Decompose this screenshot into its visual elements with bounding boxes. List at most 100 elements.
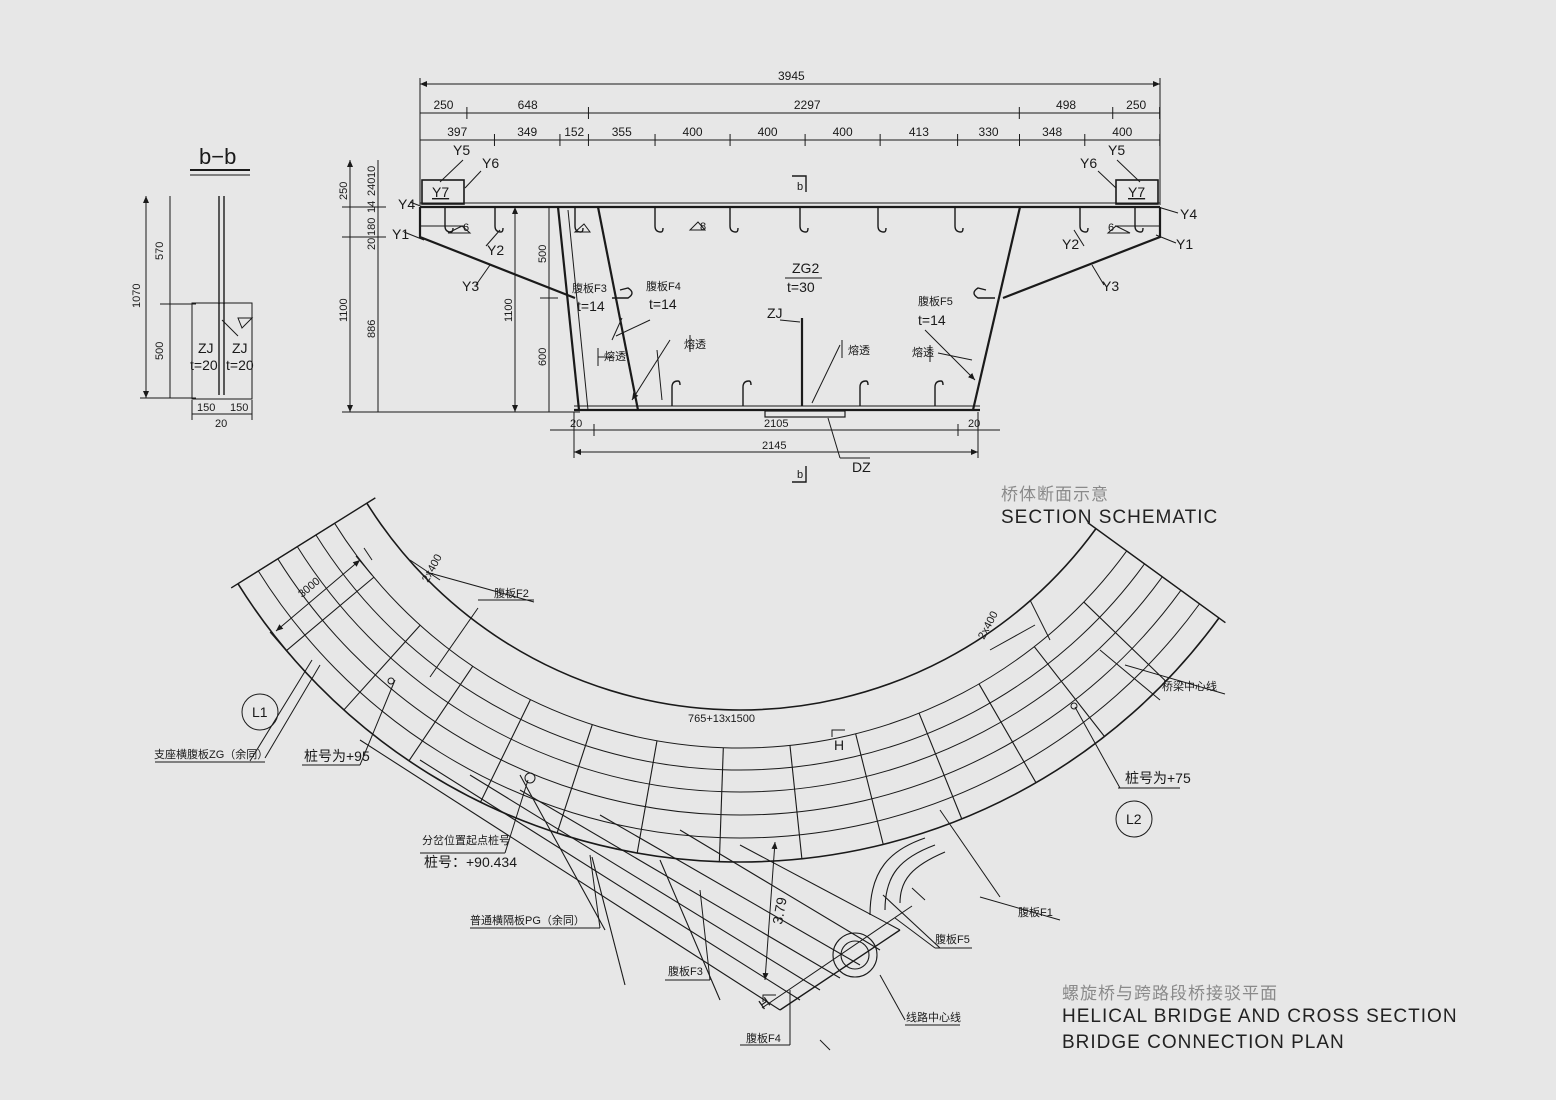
diaphragm-line [789, 745, 803, 859]
dim-bottom-2105: 2105 [764, 418, 788, 430]
diaphragm-line [408, 665, 474, 762]
label-plan-f4: 腹板F4 [746, 1031, 781, 1045]
cut-mark-top: b [797, 181, 803, 193]
dim-inner-1100: 1100 [503, 298, 515, 322]
bb-title: b−b [199, 144, 236, 169]
leader-lines [403, 159, 1179, 459]
u-rib [859, 380, 869, 406]
top_row3-value: 400 [683, 125, 703, 139]
cross-bridge [359, 739, 946, 1011]
top_row3-value: 400 [758, 125, 778, 139]
label-weld-2: 熔透 [684, 337, 706, 351]
plan-caption-en-2: BRIDGE CONNECTION PLAN [1062, 1032, 1345, 1053]
label-y3-left: Y3 [462, 278, 479, 294]
u-rib [1134, 207, 1144, 233]
dim-2x400-left: 2x400 [420, 552, 445, 584]
u-rib [877, 207, 887, 233]
label-l1: L1 [252, 704, 268, 720]
label-y1-right: Y1 [1176, 236, 1193, 252]
label-bridge-centerline: 桥梁中心线 [1162, 679, 1217, 693]
label-y1-left: Y1 [392, 226, 409, 242]
label-plan-f1: 腹板F1 [1018, 905, 1053, 919]
u-rib [954, 207, 964, 233]
section-caption-en: SECTION SCHEMATIC [1001, 507, 1219, 528]
diaphragm-line [918, 712, 963, 820]
label-plan-f5: 腹板F5 [935, 932, 970, 946]
end-diaphragm [1087, 522, 1226, 624]
label-common-diaphragm: 普通横隔板PG（余同） [470, 913, 585, 927]
top_row2-value: 648 [518, 98, 538, 112]
label-plan-f2: 腹板F2 [494, 586, 529, 600]
label-zj: ZJ [767, 305, 783, 321]
bb-label-t-right: t=20 [226, 357, 254, 373]
arc-line [257, 570, 1200, 839]
plan-text: 3000 2x400 2x400 765+13x1500 腹板F2 腹板F1 腹… [154, 552, 1217, 1045]
plan-caption-en-1: HELICAL BRIDGE AND CROSS SECTION [1062, 1006, 1458, 1027]
cut-marks [792, 175, 807, 483]
diaphragm-lines [230, 497, 1226, 862]
bottom-dimension-lines [550, 412, 1000, 458]
bb-dim-1070: 1070 [131, 284, 143, 308]
label-y7-right: Y7 [1128, 184, 1145, 200]
top_row2-value: 2297 [794, 98, 821, 112]
dim-bottom-20-right: 20 [968, 418, 980, 430]
diaphragm-line [1083, 601, 1167, 682]
u-rib [494, 207, 504, 233]
u-rib [444, 207, 454, 233]
bb-detail [140, 169, 254, 420]
top_row3-value: 330 [979, 125, 999, 139]
u-rib [973, 287, 995, 299]
helical-bridge-arcs [237, 502, 1220, 863]
label-y3-right: Y3 [1102, 278, 1119, 294]
dim-arc-length: 765+13x1500 [688, 713, 755, 725]
top_row3-value: 152 [564, 125, 584, 139]
label-y5-left: Y5 [453, 142, 470, 158]
label-route-centerline: 线路中心线 [906, 1010, 961, 1024]
top_row3-value: 413 [909, 125, 929, 139]
label-y4-right: Y4 [1180, 206, 1197, 222]
label-h-bottom: H [756, 994, 773, 1013]
dim-2x400-right: 2x400 [976, 609, 1001, 641]
label-web-f3: 腹板F3 [572, 281, 607, 295]
cut-mark-bottom: b [797, 469, 803, 481]
plan-caption-cn: 螺旋桥与跨路段桥接驳平面 [1062, 984, 1278, 1004]
dim-inner-500: 500 [537, 245, 549, 263]
end-diaphragm [230, 497, 376, 589]
dim-left-240: 240 [366, 178, 378, 196]
label-split-pile: 桩号：+90.434 [424, 854, 517, 870]
bb-dim-150-right: 150 [230, 402, 248, 414]
top_row3-value: 400 [1112, 125, 1132, 139]
top_row3-value: 400 [833, 125, 853, 139]
top_row2-value: 250 [433, 98, 453, 112]
arc-line [366, 502, 1097, 711]
label-y2-right: Y2 [1062, 236, 1079, 252]
arc-line [315, 534, 1145, 771]
dim-left-180: 180 [366, 218, 378, 236]
bb-dim-20: 20 [215, 418, 227, 430]
section-caption-cn: 桥体断面示意 [1001, 485, 1109, 505]
label-weld-1: 熔透 [604, 349, 626, 363]
label-y6-left: Y6 [482, 155, 499, 171]
diaphragm-line [855, 733, 884, 845]
arc-line [334, 523, 1128, 749]
arc-line [237, 583, 1220, 863]
label-support-diaphragm: 支座横腹板ZG（余同） [154, 747, 268, 761]
plan-leaders [155, 547, 1226, 1051]
label-y5-right: Y5 [1108, 142, 1125, 158]
label-web-f4-thickness: t=14 [649, 296, 677, 312]
label-y4-left: Y4 [398, 196, 415, 212]
diaphragm-line [1033, 646, 1105, 737]
dim-left-10: 10 [366, 166, 378, 178]
label-weld-4: 熔透 [912, 345, 934, 359]
section-schematic [140, 78, 1179, 483]
dim-bottom-2145: 2145 [762, 440, 786, 452]
label-l2: L2 [1126, 811, 1142, 827]
top_row3-value: 349 [517, 125, 537, 139]
u-rib [729, 207, 739, 233]
label-zg2: ZG2 [792, 260, 819, 276]
dim-bottom-20-left: 20 [570, 418, 582, 430]
bb-dim-150-left: 150 [197, 402, 215, 414]
weld-size-right: 6 [1108, 222, 1114, 234]
section-caption: 桥体断面示意 SECTION SCHEMATIC [1001, 480, 1218, 531]
